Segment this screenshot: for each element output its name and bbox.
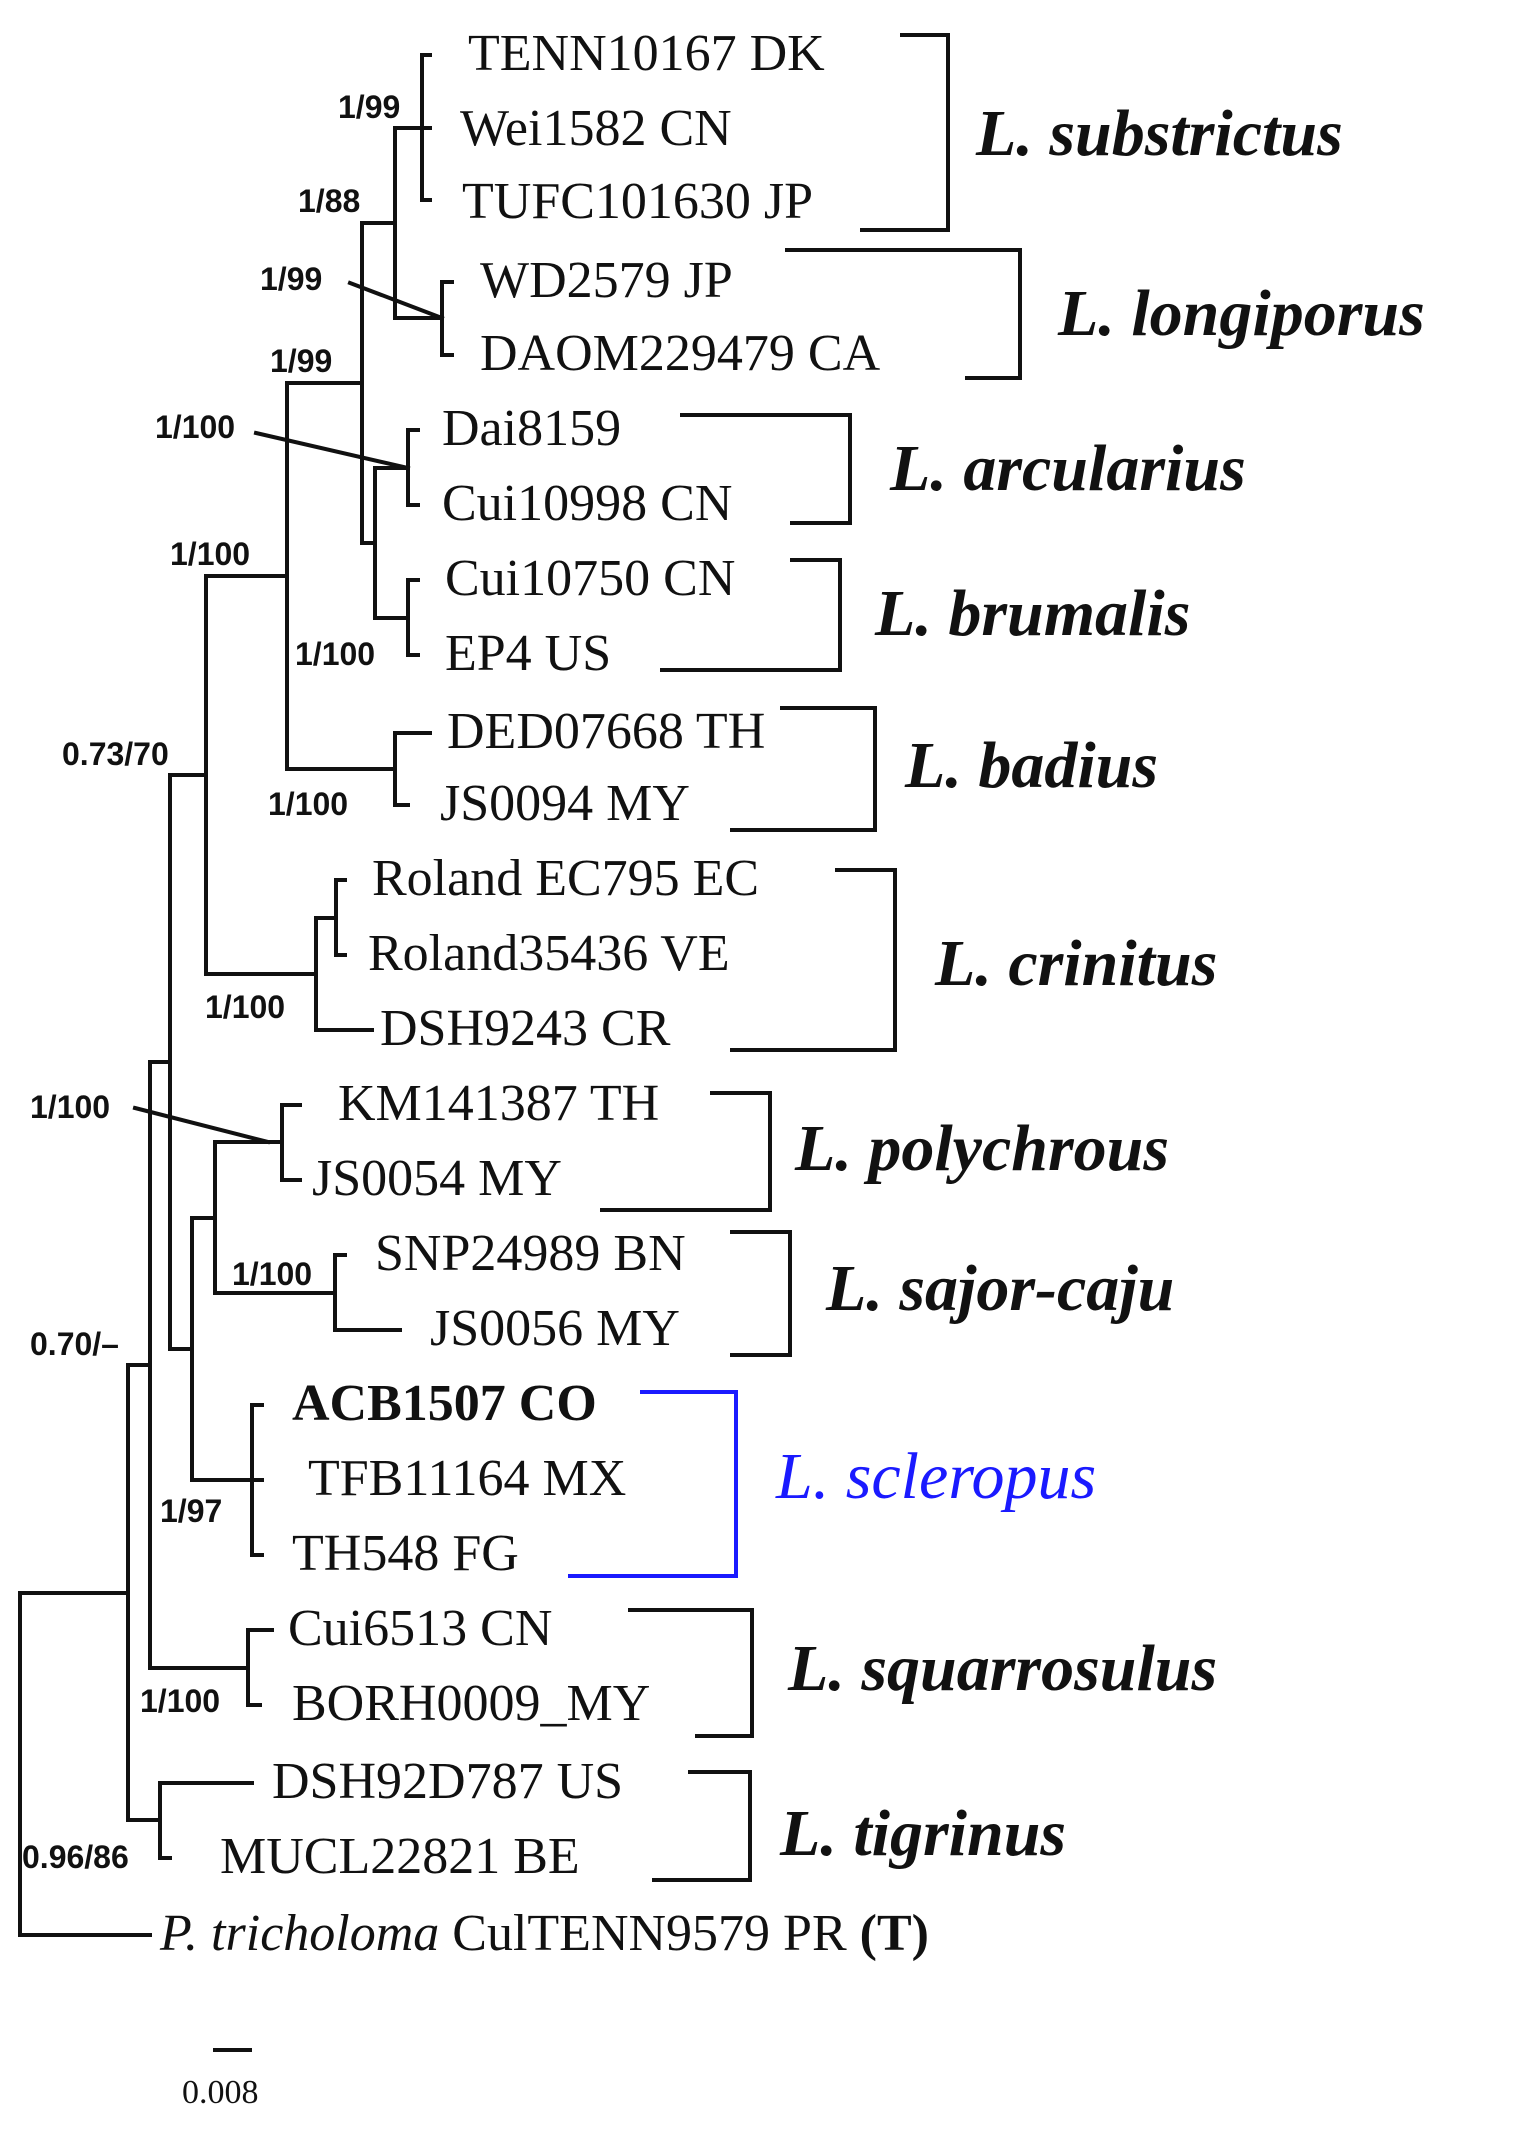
tip-label: ACB1507 CO bbox=[292, 1375, 597, 1432]
branch-squarrosulus bbox=[148, 1628, 274, 1707]
tip-label: WD2579 JP bbox=[480, 252, 733, 309]
clade-name: L. brumalis bbox=[874, 577, 1190, 650]
tip-label: Cui6513 CN bbox=[288, 1600, 552, 1657]
tip-label: Roland EC795 EC bbox=[372, 850, 759, 907]
clade-name: L. squarrosulus bbox=[787, 1632, 1217, 1705]
pointer-1-100-arc bbox=[253, 430, 411, 471]
branch-upper-join bbox=[360, 221, 397, 545]
tip-label: SNP24989 BN bbox=[375, 1225, 686, 1282]
bracket-polychrous bbox=[600, 1091, 772, 1212]
tip-label: DSH9243 CR bbox=[380, 1000, 671, 1057]
support-value: 1/100 bbox=[170, 536, 250, 572]
branch-tigrinus bbox=[126, 1781, 254, 1860]
tip-label: TUFC101630 JP bbox=[462, 173, 813, 230]
clade-name: L. crinitus bbox=[934, 927, 1217, 1000]
branch-badius bbox=[393, 731, 432, 807]
tip-label: Roland35436 VE bbox=[368, 925, 730, 982]
bracket-scleropus bbox=[568, 1390, 738, 1578]
support-value: 1/99 bbox=[260, 261, 322, 297]
support-value: 1/97 bbox=[160, 1493, 222, 1529]
tip-label: MUCL22821 BE bbox=[220, 1828, 580, 1885]
tip-label: KM141387 TH bbox=[338, 1075, 659, 1132]
branch-crinitus bbox=[314, 878, 374, 1032]
tree-branches bbox=[18, 53, 454, 1937]
support-value: 1/99 bbox=[338, 89, 400, 125]
tip-label: EP4 US bbox=[445, 625, 611, 682]
tip-label: DSH92D787 US bbox=[272, 1753, 623, 1810]
bracket-longiporus bbox=[785, 248, 1022, 380]
bracket-arcularius bbox=[680, 413, 852, 525]
tip-label: TFB11164 MX bbox=[308, 1450, 626, 1507]
support-value: 1/100 bbox=[140, 1683, 220, 1719]
clade-names: L. substrictus L. longiporus L. arculari… bbox=[775, 97, 1425, 1870]
tip-labels: TENN10167 DK Wei1582 CN TUFC101630 JP WD… bbox=[159, 25, 929, 1962]
bracket-crinitus bbox=[730, 868, 897, 1052]
clade-name: L. arcularius bbox=[889, 432, 1246, 505]
clade-name-highlighted: L. scleropus bbox=[775, 1440, 1096, 1513]
outgroup-genus: P. tricholoma bbox=[159, 1905, 439, 1962]
tip-label: BORH0009_MY bbox=[292, 1675, 650, 1732]
outgroup-label: P. tricholoma CulTENN9579 PR (T) bbox=[159, 1905, 929, 1962]
support-value: 0.70/– bbox=[30, 1326, 119, 1362]
branch-0-70 bbox=[148, 1060, 172, 1670]
clade-name: L. polychrous bbox=[794, 1112, 1169, 1185]
tip-label: JS0054 MY bbox=[312, 1150, 562, 1207]
scale-bar: 0.008 bbox=[182, 2048, 259, 2111]
support-value: 0.96/86 bbox=[22, 1839, 129, 1875]
tip-label: Dai8159 bbox=[442, 400, 621, 457]
type-marker: (T) bbox=[860, 1905, 929, 1962]
support-value: 1/100 bbox=[268, 786, 348, 822]
support-value: 0.73/70 bbox=[62, 736, 169, 772]
branch-polychrous bbox=[280, 1103, 302, 1182]
support-value: 1/100 bbox=[295, 636, 375, 672]
support-value: 1/100 bbox=[232, 1256, 312, 1292]
tip-label: Wei1582 CN bbox=[460, 100, 732, 157]
support-values: 1/99 1/88 1/99 1/99 1/100 1/100 1/100 0.… bbox=[22, 89, 400, 1875]
tip-label: DED07668 TH bbox=[447, 703, 765, 760]
branch-0-73 bbox=[168, 773, 208, 1351]
bracket-tigrinus bbox=[652, 1770, 752, 1882]
pointer-1-100-poly bbox=[132, 1105, 271, 1145]
bracket-brumalis bbox=[660, 558, 842, 672]
bracket-sajorcaju bbox=[730, 1230, 792, 1357]
clade-name: L. longiporus bbox=[1057, 277, 1425, 350]
branch-arc-brum bbox=[373, 466, 410, 620]
support-value: 1/88 bbox=[298, 183, 360, 219]
support-value: 1/99 bbox=[270, 343, 332, 379]
clade-name: L. sajor-caju bbox=[825, 1252, 1174, 1325]
branch-root bbox=[18, 1591, 152, 1937]
tip-label: JS0094 MY bbox=[440, 775, 690, 832]
pointer-1-99-a bbox=[347, 280, 445, 321]
support-value: 1/100 bbox=[30, 1089, 110, 1125]
tip-label: TH548 FG bbox=[292, 1525, 519, 1582]
scale-bar-label: 0.008 bbox=[182, 2074, 259, 2111]
bracket-squarrosulus bbox=[628, 1608, 754, 1738]
tip-label: JS0056 MY bbox=[430, 1300, 680, 1357]
tip-label: Cui10998 CN bbox=[442, 475, 732, 532]
clade-name: L. badius bbox=[904, 729, 1158, 802]
tip-label: Cui10750 CN bbox=[445, 550, 735, 607]
clade-name: L. tigrinus bbox=[779, 1797, 1066, 1870]
tip-label: DAOM229479 CA bbox=[480, 325, 881, 382]
bracket-substrictus bbox=[860, 33, 950, 232]
bracket-badius bbox=[730, 706, 877, 832]
clade-brackets bbox=[568, 33, 1022, 1882]
branch-upper-badius bbox=[285, 381, 397, 771]
tip-label: TENN10167 DK bbox=[468, 25, 825, 82]
support-value: 1/100 bbox=[205, 989, 285, 1025]
branch-ingroup-root bbox=[126, 1363, 152, 1822]
outgroup-voucher: CulTENN9579 PR bbox=[452, 1905, 847, 1962]
support-value: 1/100 bbox=[155, 409, 235, 445]
clade-name: L. substrictus bbox=[975, 97, 1343, 170]
